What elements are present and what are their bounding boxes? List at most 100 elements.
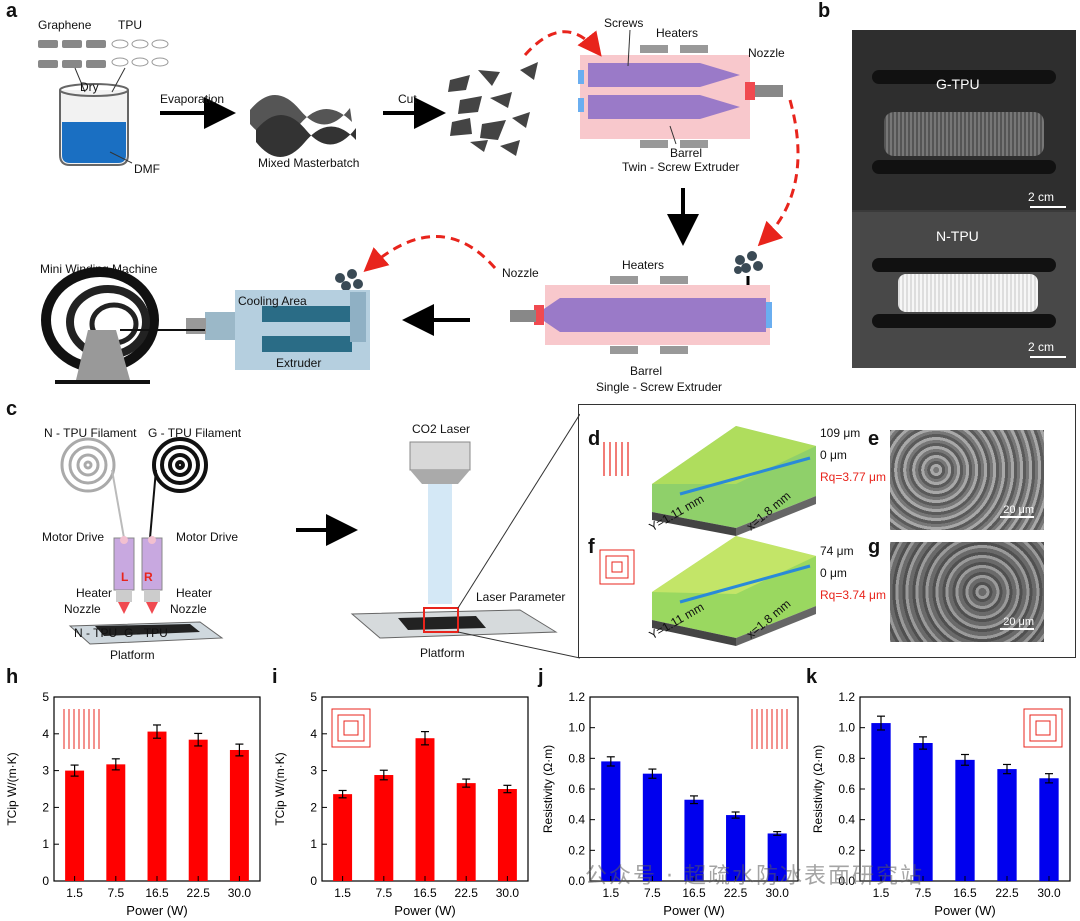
- y-tick-label: 1: [310, 837, 317, 851]
- ntpu-spool: [898, 274, 1038, 312]
- panel-label-j: j: [538, 666, 544, 688]
- y-axis-label: TCip W/(m·K): [5, 752, 19, 825]
- inset-square: [337, 714, 365, 742]
- bar: [333, 794, 353, 881]
- y-axis-label: TCip W/(m·K): [273, 752, 287, 825]
- bar: [415, 738, 435, 881]
- x-tick-label: 1.5: [873, 886, 890, 900]
- beaker: [59, 83, 129, 166]
- bar: [374, 775, 394, 881]
- label-cooling-area: Cooling Area: [238, 294, 307, 308]
- pellets-2: [335, 269, 363, 291]
- bar: [955, 759, 975, 881]
- f-top: 74 μm: [820, 544, 854, 558]
- label-screws: Screws: [604, 16, 644, 30]
- pellets-1: [734, 251, 763, 274]
- scale-bar-2: [1030, 356, 1066, 358]
- graphene-flakes: [38, 40, 106, 68]
- label-gtpu-filament: G - TPU Filament: [148, 426, 242, 440]
- label-ntpu-print: N - TPU: [74, 626, 118, 640]
- bar: [147, 731, 167, 881]
- y-tick-label: 3: [42, 764, 49, 778]
- scale-label-1: 2 cm: [1028, 190, 1055, 204]
- y-tick-label: 2: [310, 800, 317, 814]
- label-heaters-2: Heaters: [622, 258, 665, 272]
- label-motor-left: Motor Drive: [42, 530, 105, 544]
- label-nozzle-left: Nozzle: [64, 602, 101, 616]
- label-evaporation: Evaporation: [160, 92, 225, 106]
- bar: [497, 789, 517, 881]
- y-tick-label: 0.6: [838, 782, 855, 796]
- sem-scale-e: 20 μm: [1003, 504, 1034, 516]
- y-tick-label: 0.4: [568, 813, 585, 827]
- label-L: L: [121, 570, 129, 584]
- x-axis-label: Power (W): [663, 903, 724, 918]
- y-tick-label: 0.8: [568, 751, 585, 765]
- label-nozzle-2: Nozzle: [502, 266, 539, 280]
- panel-label-e: e: [868, 428, 880, 450]
- label-dmf: DMF: [134, 162, 160, 176]
- panel-label-i: i: [272, 666, 278, 688]
- y-tick-label: 4: [310, 727, 317, 741]
- bar: [913, 743, 933, 881]
- y-tick-label: 1.0: [568, 721, 585, 735]
- x-axis-label: Power (W): [126, 903, 187, 918]
- sem-image-e: 20 μm: [890, 430, 1044, 530]
- inset-square: [1029, 714, 1057, 742]
- label-extruder: Extruder: [276, 356, 322, 370]
- label-winding-machine: Mini Winding Machine: [40, 262, 158, 276]
- bar: [229, 749, 249, 881]
- label-twin-screw: Twin - Screw Extruder: [622, 160, 740, 174]
- panel-label-b: b: [818, 0, 831, 22]
- x-tick-label: 30.0: [228, 886, 252, 900]
- label-dry: Dry: [80, 80, 99, 94]
- panel-c-schematic: [60, 413, 580, 659]
- x-tick-label: 16.5: [145, 886, 169, 900]
- spool-flange-top-2: [872, 258, 1056, 272]
- label-platform: Platform: [110, 648, 155, 662]
- bar: [188, 739, 208, 881]
- label-gtpu-print: G - TPU: [124, 626, 168, 640]
- inset-square: [331, 708, 371, 748]
- panel-b-photos: G-TPU N-TPU 2 cm 2 cm: [852, 30, 1076, 368]
- x-tick-label: 7.5: [107, 886, 124, 900]
- label-cut: Cut: [398, 92, 417, 106]
- label-nozzle-right: Nozzle: [170, 602, 207, 616]
- bar: [1039, 778, 1059, 881]
- x-tick-label: 1.5: [66, 886, 83, 900]
- y-tick-label: 0.6: [568, 782, 585, 796]
- label-single-screw: Single - Screw Extruder: [596, 380, 723, 394]
- panel-label-h: h: [6, 666, 19, 688]
- panel-df-surfaces: [599, 426, 816, 646]
- y-tick-label: 0.4: [838, 813, 855, 827]
- inset-square: [343, 720, 359, 736]
- platform-laser: [350, 607, 558, 639]
- single-screw-extruder: [510, 276, 772, 354]
- label-gtpu: G-TPU: [936, 76, 980, 92]
- d-top: 109 μm: [820, 426, 861, 440]
- y-tick-label: 0.0: [838, 874, 855, 888]
- y-tick-label: 1.2: [838, 690, 855, 704]
- bar: [767, 833, 787, 881]
- x-tick-label: 22.5: [455, 886, 479, 900]
- f-zero: 0 μm: [820, 566, 847, 580]
- y-tick-label: 4: [42, 727, 49, 741]
- inset-squares-f: [599, 549, 635, 585]
- bar: [106, 764, 126, 881]
- y-tick-label: 1.2: [568, 690, 585, 704]
- bar: [997, 769, 1017, 881]
- label-ntpu-filament: N - TPU Filament: [44, 426, 137, 440]
- inset-square: [1035, 720, 1051, 736]
- x-tick-label: 1.5: [334, 886, 351, 900]
- panel-label-a: a: [6, 0, 18, 22]
- x-tick-label: 30.0: [496, 886, 520, 900]
- y-tick-label: 0.8: [838, 751, 855, 765]
- scale-label-2: 2 cm: [1028, 340, 1055, 354]
- y-tick-label: 0.2: [838, 843, 855, 857]
- gtpu-spool: [884, 112, 1044, 156]
- bar: [684, 799, 704, 881]
- label-co2-laser: CO2 Laser: [412, 422, 471, 436]
